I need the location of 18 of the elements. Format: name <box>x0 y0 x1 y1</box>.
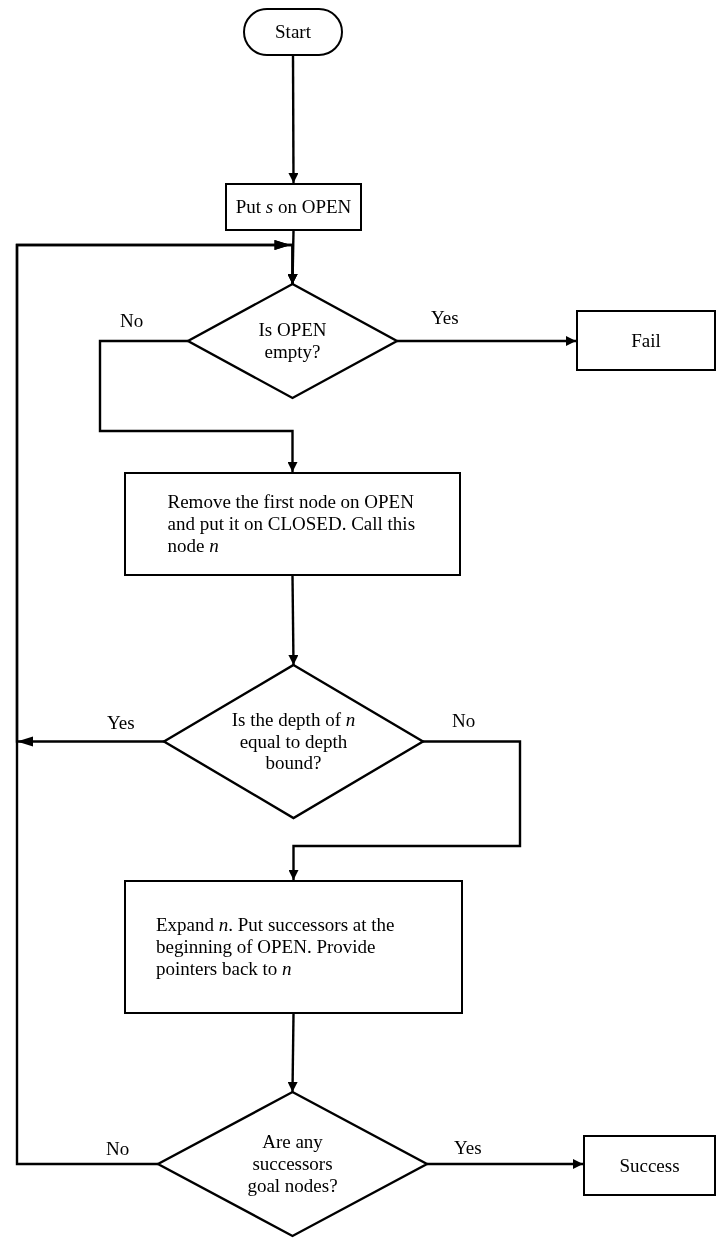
node-text: Put s on OPEN <box>235 196 352 218</box>
terminal-box <box>583 1135 716 1196</box>
node-text: Success <box>619 1154 680 1177</box>
decision-diamond <box>188 284 397 398</box>
process-box <box>225 183 362 231</box>
start-terminal <box>243 8 343 56</box>
node-text: Remove the first node on OPEN and put it on CLOSED. Call this node n <box>167 491 417 557</box>
decision-diamond <box>158 1092 427 1236</box>
process-box <box>124 880 463 1014</box>
terminal-box <box>576 310 716 371</box>
node-text: Is the depth of n equal to depth bound? <box>230 708 357 775</box>
node-text: Start <box>275 21 311 43</box>
node-text: Is OPEN empty? <box>257 319 328 363</box>
node-text: Are any successors goal nodes? <box>246 1131 339 1197</box>
node-text: Expand n. Put successors at the beginning of OPEN. Provide pointers back to n <box>156 914 396 980</box>
decision-diamond <box>164 665 423 818</box>
node-text: Fail <box>631 329 661 352</box>
process-box <box>124 472 461 576</box>
